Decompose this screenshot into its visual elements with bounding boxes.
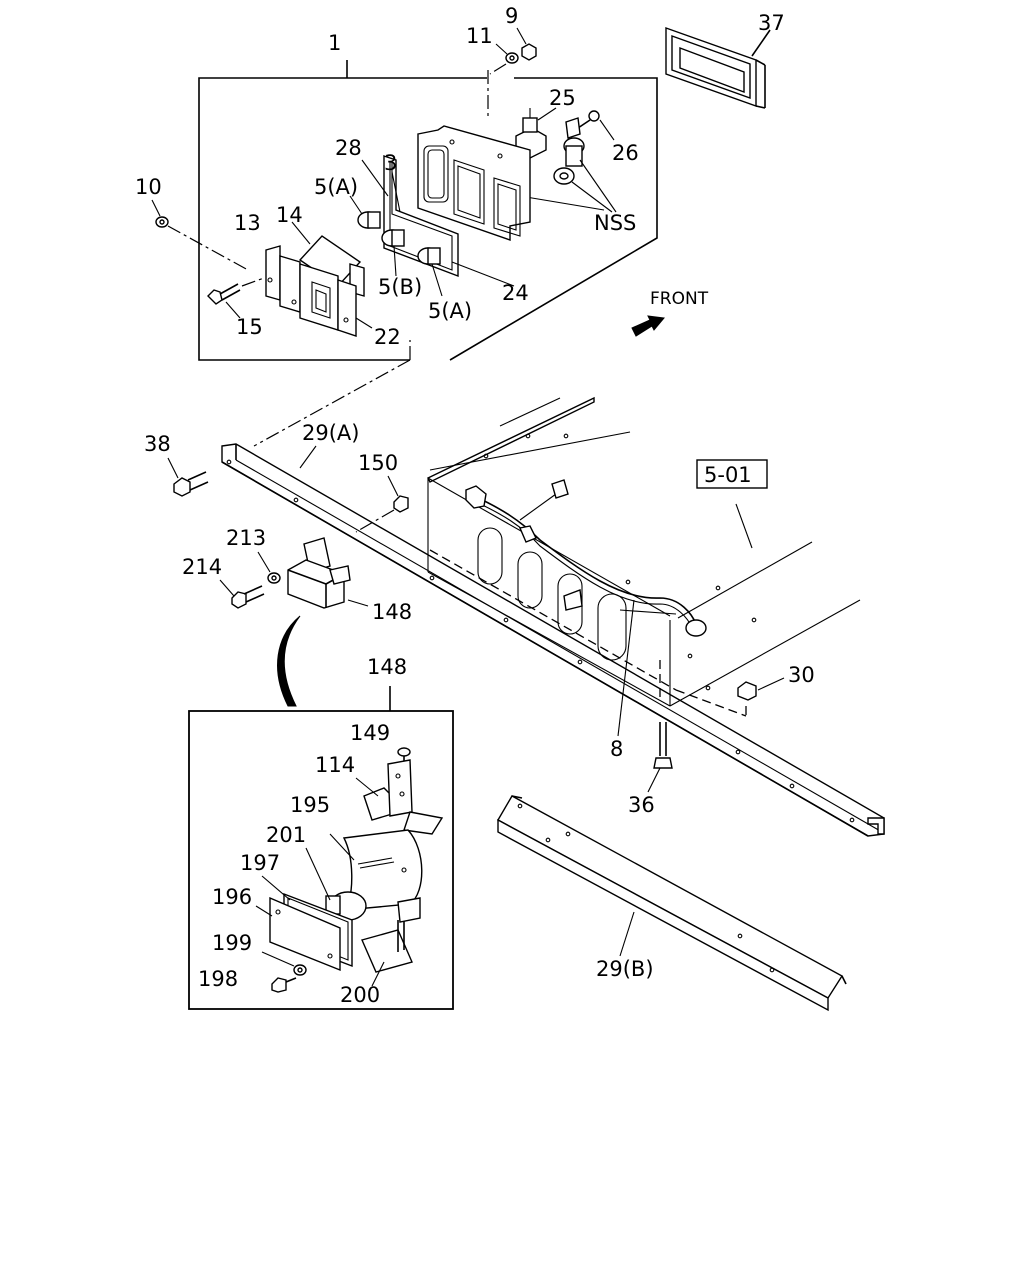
part-13-lamp-body — [265, 245, 373, 337]
label-114: 114 — [315, 753, 355, 777]
assembly-outline-1 — [198, 60, 658, 361]
detail-arrow — [277, 615, 301, 707]
label-24: 24 — [502, 281, 529, 305]
front-arrow-icon — [631, 315, 665, 337]
part-214-bolt — [219, 579, 265, 609]
callout-labels: 1 9 11 37 25 26 28 3 10 5(A) 13 14 NSS 5… — [135, 4, 815, 1007]
part-15-bolt — [207, 277, 265, 319]
label-28: 28 — [335, 136, 362, 160]
label-13: 13 — [234, 211, 261, 235]
label-148-detail: 148 — [367, 655, 407, 679]
label-200: 200 — [340, 983, 380, 1007]
part-5a-bulb-upper — [349, 195, 381, 229]
label-197: 197 — [240, 851, 280, 875]
label-1: 1 — [328, 31, 341, 55]
label-38: 38 — [144, 432, 171, 456]
label-198: 198 — [198, 967, 238, 991]
label-36: 36 — [628, 793, 655, 817]
part-5a-bulb-lower — [417, 247, 443, 297]
part-8-wire-harness — [465, 479, 707, 737]
part-37-lamp-housing — [665, 27, 771, 109]
label-30: 30 — [788, 663, 815, 687]
label-37: 37 — [758, 11, 785, 35]
label-26: 26 — [612, 141, 639, 165]
label-8: 8 — [610, 737, 623, 761]
label-front: FRONT — [650, 289, 709, 309]
label-15: 15 — [236, 315, 263, 339]
label-213: 213 — [226, 526, 266, 550]
part-38-bolt — [167, 457, 209, 497]
part-26-screw — [577, 110, 615, 141]
part-150-nut — [355, 475, 409, 533]
part-29a-rail — [221, 443, 885, 837]
part-148-side-lamp — [287, 537, 369, 609]
label-29b: 29(B) — [596, 957, 654, 981]
label-148-upper: 148 — [372, 600, 412, 624]
label-5a-upper: 5(A) — [314, 175, 358, 199]
part-5b-bulb — [381, 229, 405, 277]
nss-bulb-sockets — [519, 117, 617, 213]
label-199: 199 — [212, 931, 252, 955]
part-36-bolt — [647, 722, 673, 793]
label-9: 9 — [505, 4, 518, 28]
label-150: 150 — [358, 451, 398, 475]
part-213-washer — [257, 551, 281, 584]
part-10-washer — [151, 199, 249, 271]
label-214: 214 — [182, 555, 222, 579]
label-5b: 5(B) — [378, 275, 422, 299]
label-201: 201 — [266, 823, 306, 847]
part-9-nut — [516, 27, 537, 61]
lamp-gasket-plate — [417, 125, 531, 241]
detail-box-148 — [188, 686, 454, 1010]
label-25: 25 — [549, 86, 576, 110]
label-149: 149 — [350, 721, 390, 745]
label-196: 196 — [212, 885, 252, 909]
label-29a: 29(A) — [302, 421, 359, 445]
label-195: 195 — [290, 793, 330, 817]
part-30-nut — [737, 677, 785, 701]
ref-box-5-01 — [696, 459, 768, 489]
label-14: 14 — [276, 203, 303, 227]
label-nss: NSS — [594, 211, 636, 235]
part-29b-rail — [497, 795, 847, 1012]
label-5a-lower: 5(A) — [428, 299, 472, 323]
label-11: 11 — [466, 24, 493, 48]
label-10: 10 — [135, 175, 162, 199]
label-22: 22 — [374, 325, 401, 349]
part-11-washer — [495, 43, 519, 64]
label-3: 3 — [384, 151, 397, 175]
label-5-01: 5-01 — [704, 463, 752, 487]
